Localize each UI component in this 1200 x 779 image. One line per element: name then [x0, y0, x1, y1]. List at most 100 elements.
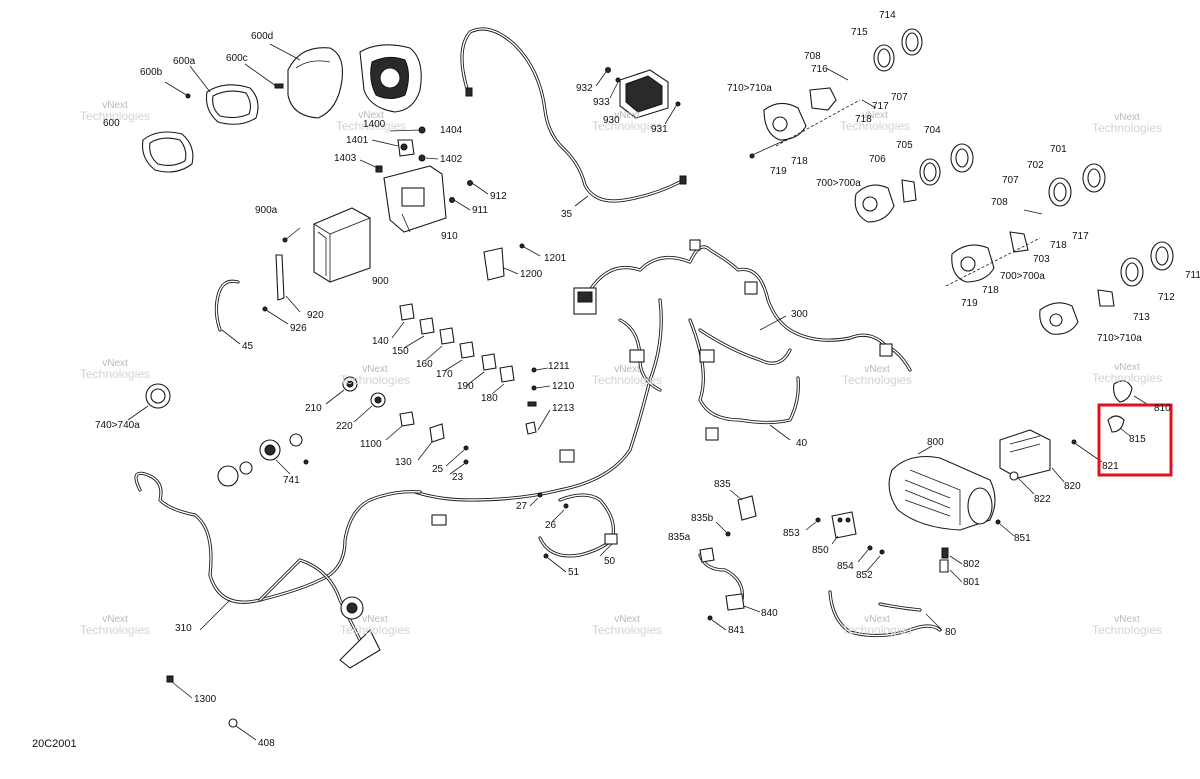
highlight-box-815	[1097, 403, 1173, 477]
callout-label: 801	[963, 577, 980, 588]
callout-label: 741	[283, 475, 300, 486]
callout-label: 710>710a	[727, 83, 772, 94]
callout-label: 910	[441, 231, 458, 242]
harness-310	[134, 471, 422, 669]
callout-label: 854	[837, 561, 854, 572]
callout-label: 300	[791, 309, 808, 320]
watermark-line1: vNext	[1114, 112, 1140, 123]
light-parts	[127, 383, 309, 487]
relay-parts	[359, 126, 439, 173]
callout-label: 718	[791, 156, 808, 167]
watermark-line2: Technologies	[1092, 623, 1163, 637]
callout-label: 933	[593, 97, 610, 108]
callout-label: 700>700a	[1000, 271, 1045, 282]
callout-label: 930	[603, 115, 620, 126]
callout-label: 27	[516, 501, 528, 512]
watermark-line1: vNext	[362, 614, 388, 625]
watermark-line1: vNext	[864, 364, 890, 375]
diagram-code: 20C2001	[32, 738, 77, 750]
callout-label: 710>710a	[1097, 333, 1142, 344]
harness-50	[529, 492, 618, 573]
callout-label: 717	[1072, 231, 1089, 242]
callout-label: 911	[472, 205, 488, 216]
callout-label: 802	[963, 559, 980, 570]
callout-label: 932	[576, 83, 593, 94]
callout-label: 702	[1027, 160, 1044, 171]
callout-label: 1400	[363, 119, 386, 130]
watermark-line2: Technologies	[592, 623, 663, 637]
callout-label: 190	[457, 381, 474, 392]
watermark-line2: Technologies	[80, 623, 151, 637]
relay-set	[391, 303, 551, 435]
callout-label: 310	[175, 623, 192, 634]
watermark-line1: vNext	[102, 100, 128, 111]
callout-label: 600b	[140, 67, 163, 78]
watermark-line2: Technologies	[336, 119, 407, 133]
callout-label: 850	[812, 545, 829, 556]
callout-label: 700>700a	[816, 178, 861, 189]
relay-850	[805, 511, 963, 583]
callout-label: 1100	[360, 439, 382, 450]
callout-label: 920	[307, 310, 324, 321]
callout-label: 815	[1129, 434, 1146, 445]
callout-label: 707	[891, 92, 908, 103]
callout-label: 822	[1034, 494, 1051, 505]
callout-label: 600d	[251, 31, 274, 42]
watermark-line2: Technologies	[842, 623, 913, 637]
callout-label: 713	[1133, 312, 1150, 323]
callout-label: 703	[1033, 254, 1050, 265]
callout-label: 1200	[520, 269, 543, 280]
callout-label: 130	[395, 457, 412, 468]
watermark-line1: vNext	[1114, 362, 1140, 373]
callout-label: 711	[1185, 270, 1200, 281]
callout-label: 50	[604, 556, 616, 567]
watermark-line2: Technologies	[592, 119, 663, 133]
callout-label: 708	[991, 197, 1008, 208]
callout-label: 706	[869, 154, 886, 165]
callout-label: 835	[714, 479, 731, 490]
callout-label: 800	[927, 437, 944, 448]
callout-label: 160	[416, 359, 433, 370]
callout-label: 1402	[440, 154, 463, 165]
sensor-parts	[698, 489, 761, 631]
callout-label: 1403	[334, 153, 357, 164]
callout-label: 150	[392, 346, 409, 357]
watermark-line1: vNext	[614, 364, 640, 375]
callout-label: 852	[856, 570, 873, 581]
watermark-line2: Technologies	[340, 373, 411, 387]
watermark-line1: vNext	[614, 614, 640, 625]
callout-label: 714	[879, 10, 896, 21]
callout-label: 810	[1154, 403, 1171, 414]
watermark-line1: vNext	[362, 364, 388, 375]
callout-label: 1213	[552, 403, 575, 414]
callout-label: 716	[811, 64, 828, 75]
callout-label: 35	[561, 209, 573, 220]
callout-label: 719	[770, 166, 787, 177]
callout-label: 912	[490, 191, 507, 202]
watermark-line2: Technologies	[80, 109, 151, 123]
battery-bracket-parts	[214, 165, 489, 345]
callout-label: 853	[783, 528, 800, 539]
watermark-line1: vNext	[1114, 614, 1140, 625]
switch-parts	[325, 376, 469, 475]
callout-label: 835a	[668, 532, 691, 543]
callout-label: 931	[651, 124, 668, 135]
module-930	[595, 67, 681, 125]
winch-parts	[888, 380, 1151, 537]
watermark-line1: vNext	[614, 110, 640, 121]
callout-label: 851	[1014, 533, 1031, 544]
callout-label: 900a	[255, 205, 278, 216]
callout-label: 170	[436, 369, 453, 380]
callout-label: 45	[242, 341, 254, 352]
winch-cable-80	[828, 590, 943, 638]
